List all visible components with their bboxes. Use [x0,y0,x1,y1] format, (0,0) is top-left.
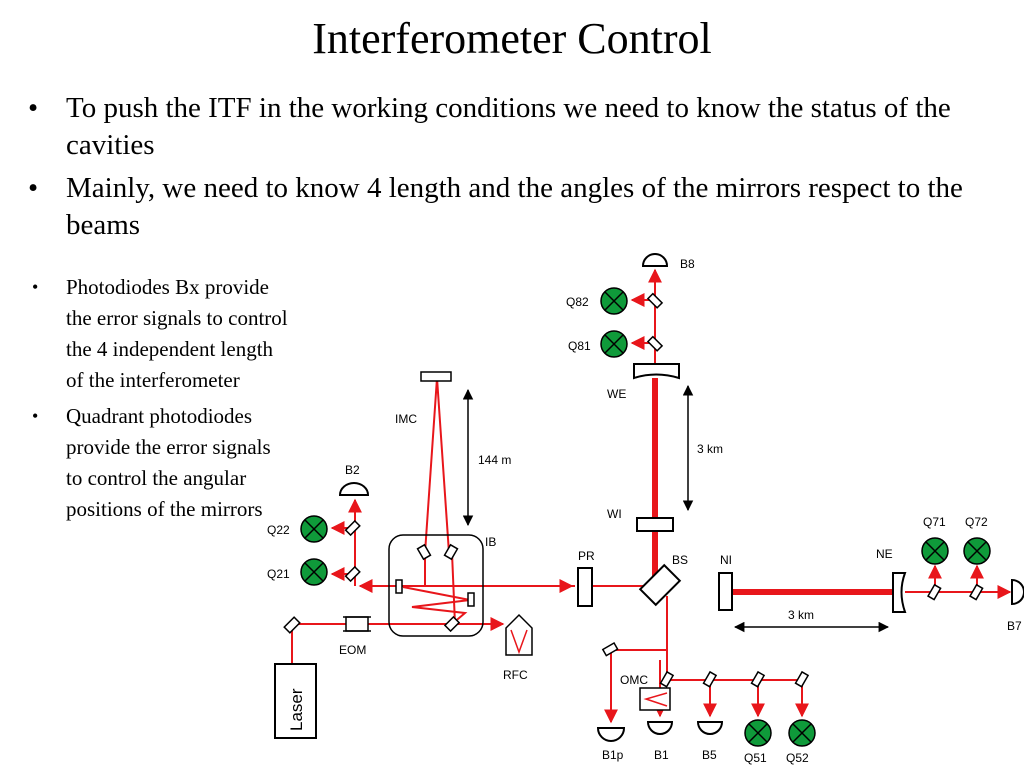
label-north-arm: 3 km [697,442,723,456]
label-q72: Q72 [965,515,988,529]
wi-mirror [636,517,674,532]
ne-mirror [892,572,907,613]
label-ne: NE [876,547,893,561]
label-b2: B2 [345,463,360,477]
quadrant-photodiodes [300,287,991,747]
label-omc: OMC [620,673,648,687]
label-eom: EOM [339,643,366,657]
sub-bullet-photodiodes: Photodiodes Bx provide the error signals… [28,272,290,396]
page-title: Interferometer Control [312,14,712,63]
label-q22: Q22 [267,523,290,537]
label-imc-length: 144 m [478,453,511,467]
label-q81: Q81 [568,339,591,353]
quadrant-q51 [744,719,772,747]
label-b5: B5 [702,748,717,762]
label-b1: B1 [654,748,669,762]
quadrant-q71 [921,537,949,565]
label-b1p: B1p [602,748,624,762]
label-q71: Q71 [923,515,946,529]
laser-box [274,663,317,739]
pd-b1p [596,727,626,742]
quadrant-q81 [600,330,628,358]
quadrant-q82 [600,287,628,315]
ni-mirror [718,572,733,611]
sub-bullet-list: Photodiodes Bx provide the error signals… [28,272,290,530]
quadrant-q52 [788,719,816,747]
pd-b1 [646,721,674,735]
dimension-arrows [462,384,890,633]
pd-b5 [696,721,724,735]
eom [345,616,369,632]
pd-b8 [641,253,669,267]
quadrant-q22 [300,515,328,543]
sub-bullet-quadrants: Quadrant photodiodes provide the error s… [28,401,290,525]
pd-b2 [338,482,370,496]
bullet-cavity-status: To push the ITF in the working condition… [28,90,988,164]
pr-mirror [577,567,593,607]
quadrant-q21 [300,558,328,586]
label-ni: NI [720,553,732,567]
main-bullet-list: To push the ITF in the working condition… [28,90,988,250]
rfc [505,613,533,656]
diagram-labels: B8 Q82 Q81 WE 3 km WI IMC 144 m IB B2 Q2… [267,257,1022,765]
we-mirror [633,363,680,380]
injection-bench [388,534,484,637]
label-wi: WI [607,507,622,521]
label-bs: BS [672,553,688,567]
arm-beams [652,378,893,595]
imc-end-mirror [420,371,452,382]
label-q51: Q51 [744,751,767,765]
label-ib: IB [485,535,496,549]
beam-splitter [638,563,682,607]
bullet-length-angles: Mainly, we need to know 4 length and the… [28,170,988,244]
label-rfc: RFC [503,668,528,682]
label-laser: Laser [287,688,306,731]
label-q52: Q52 [786,751,809,765]
pd-b7 [1011,578,1024,606]
label-q21: Q21 [267,567,290,581]
label-we: WE [607,387,626,401]
optics [274,292,984,739]
label-b8: B8 [680,257,695,271]
label-west-arm: 3 km [788,608,814,622]
quadrant-q72 [963,537,991,565]
label-imc: IMC [395,412,417,426]
photodiodes [338,253,1024,742]
label-q82: Q82 [566,295,589,309]
label-pr: PR [578,549,595,563]
label-b7: B7 [1007,619,1022,633]
